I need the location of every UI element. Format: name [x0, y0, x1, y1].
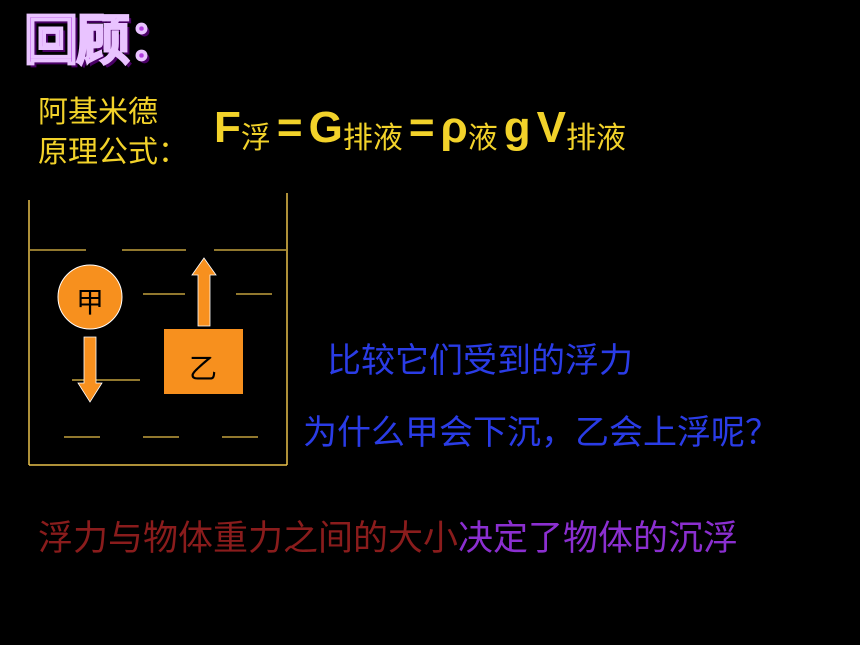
formula-eq1: = [276, 103, 303, 152]
ball-label: 甲 [76, 286, 105, 319]
principle-label-line1: 阿基米德 [38, 95, 158, 130]
ball-jia [57, 264, 123, 330]
formula-eq2: = [408, 103, 435, 152]
up-arrow-icon [191, 257, 217, 327]
container [28, 193, 288, 466]
formula-G: G [308, 103, 343, 152]
conclusion-part2: 决定了物体的沉浮 [458, 519, 739, 559]
formula-F: F [214, 103, 241, 152]
page-title: 回顾： [23, 9, 183, 72]
block-label: 乙 [189, 352, 218, 385]
formula-G-sub: 排液 [342, 121, 403, 156]
formula-rho-sub: 液 [467, 121, 498, 156]
formula-V-sub: 排液 [566, 121, 627, 156]
conclusion: 浮力与物体重力之间的大小决定了物体的沉浮 [38, 522, 738, 557]
formula-F-sub: 浮 [240, 121, 271, 156]
formula-rho: ρ [440, 103, 468, 152]
formula-V: V [536, 103, 567, 152]
question-compare-buoyancy: 比较它们受到的浮力 [327, 341, 633, 381]
principle-label-line2: 原理公式： [38, 135, 188, 170]
question-why-sink-float: 为什么甲会下沉，乙会上浮呢？ [303, 413, 779, 453]
formula-g: g [503, 103, 531, 152]
conclusion-part1: 浮力与物体重力之间的大小 [38, 519, 459, 559]
water-lines [30, 249, 286, 438]
down-arrow-icon [77, 336, 103, 403]
block-yi [164, 329, 243, 394]
